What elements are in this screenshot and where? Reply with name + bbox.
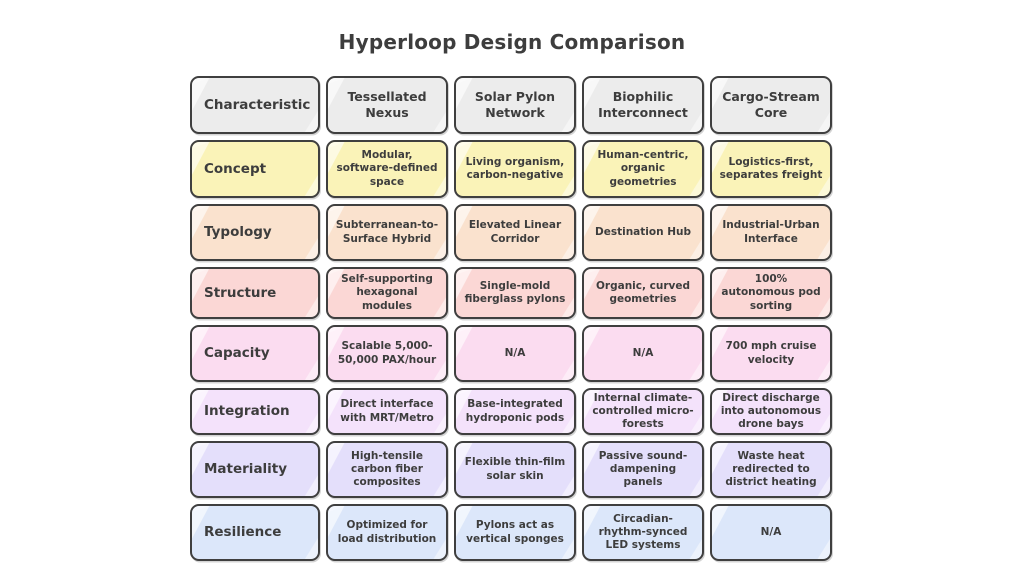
header-label: Solar Pylon Network [474, 89, 556, 120]
row-label-cell: Structure [190, 267, 320, 319]
table-cell: Self-supporting hexagonal modules [326, 267, 448, 319]
cell-value: Optimized for load distribution [337, 519, 437, 545]
table-row: Integration Direct interface with MRT/Me… [190, 388, 840, 435]
cell-value: Living organism, carbon-negative [465, 155, 565, 181]
row-label: Materiality [204, 461, 288, 478]
cell-value: Internal climate-controlled micro-forest… [592, 391, 694, 431]
table-header-cell-tessellated-nexus: Tessellated Nexus [326, 76, 448, 134]
table-cell: N/A [454, 325, 576, 382]
table-cell: 700 mph cruise velocity [710, 325, 832, 382]
cell-value: 100% autonomous pod sorting [721, 273, 821, 312]
table-cell: Living organism, carbon-negative [454, 140, 576, 198]
table-cell: Pylons act as vertical sponges [454, 504, 576, 561]
table-header-cell-cargo-stream-core: Cargo-Stream Core [710, 76, 832, 134]
row-label-cell: Resilience [190, 504, 320, 561]
cell-value: Base-integrated hydroponic pods [465, 398, 565, 424]
cell-value: Organic, curved geometries [595, 279, 690, 305]
table-row: Structure Self-supporting hexagonal modu… [190, 267, 840, 319]
table-cell: Logistics-first, separates freight [710, 140, 832, 198]
cell-value: Flexible thin-film solar skin [464, 456, 566, 482]
table-cell: Passive sound-dampening panels [582, 441, 704, 498]
cell-value: Circadian-rhythm-synced LED systems [598, 512, 688, 552]
table-cell: Scalable 5,000-50,000 PAX/hour [326, 325, 448, 382]
table-cell: Industrial-Urban Interface [710, 204, 832, 261]
cell-value: N/A [760, 525, 782, 538]
table-cell: Organic, curved geometries [582, 267, 704, 319]
table-cell: Direct discharge into autonomous drone b… [710, 388, 832, 435]
cell-value: N/A [504, 346, 526, 359]
cell-value: Passive sound-dampening panels [598, 449, 688, 489]
table-cell: Human-centric, organic geometries [582, 140, 704, 198]
table-cell: Subterranean-to-Surface Hybrid [326, 204, 448, 261]
row-label: Typology [204, 224, 272, 241]
table-header-cell-biophilic-interconnect: Biophilic Interconnect [582, 76, 704, 134]
cell-value: Waste heat redirected to district heatin… [725, 449, 817, 489]
cell-value: Destination Hub [594, 225, 691, 238]
table-cell: High-tensile carbon fiber composites [326, 441, 448, 498]
cell-value: Scalable 5,000-50,000 PAX/hour [337, 340, 437, 366]
cell-value: Logistics-first, separates freight [719, 155, 823, 181]
cell-value: N/A [632, 346, 654, 359]
table-cell: Optimized for load distribution [326, 504, 448, 561]
row-label: Capacity [204, 345, 270, 362]
row-label-cell: Materiality [190, 441, 320, 498]
row-label: Integration [204, 403, 290, 420]
table-cell: Direct interface with MRT/Metro [326, 388, 448, 435]
header-label: Cargo-Stream Core [722, 89, 820, 120]
cell-value: 700 mph cruise velocity [725, 340, 817, 366]
table-cell: Modular, software-defined space [326, 140, 448, 198]
cell-value: Modular, software-defined space [336, 149, 438, 188]
cell-value: Elevated Linear Corridor [468, 219, 562, 245]
table-cell: Destination Hub [582, 204, 704, 261]
table-cell: Waste heat redirected to district heatin… [710, 441, 832, 498]
table-cell: Internal climate-controlled micro-forest… [582, 388, 704, 435]
row-label-cell: Typology [190, 204, 320, 261]
cell-value: Direct discharge into autonomous drone b… [720, 391, 822, 431]
row-label: Resilience [204, 524, 282, 541]
header-label: Tessellated Nexus [347, 89, 427, 120]
cell-value: Subterranean-to-Surface Hybrid [335, 219, 439, 245]
cell-value: Industrial-Urban Interface [722, 219, 820, 245]
cell-value: Self-supporting hexagonal modules [341, 273, 433, 312]
row-label-cell: Integration [190, 388, 320, 435]
comparison-table: Characteristic Tessellated Nexus Solar P… [190, 76, 840, 567]
table-cell: N/A [710, 504, 832, 561]
cell-value: Pylons act as vertical sponges [466, 519, 564, 545]
table-row: Materiality High-tensile carbon fiber co… [190, 441, 840, 498]
row-label: Structure [204, 284, 277, 301]
table-row: Typology Subterranean-to-Surface Hybrid … [190, 204, 840, 261]
table-header-row: Characteristic Tessellated Nexus Solar P… [190, 76, 840, 134]
cell-value: High-tensile carbon fiber composites [351, 449, 423, 489]
table-row: Concept Modular, software-defined space … [190, 140, 840, 198]
row-label-cell: Capacity [190, 325, 320, 382]
cell-value: Single-mold fiberglass pylons [464, 279, 566, 305]
table-row: Capacity Scalable 5,000-50,000 PAX/hour … [190, 325, 840, 382]
cell-value: Direct interface with MRT/Metro [340, 398, 434, 424]
table-cell: Base-integrated hydroponic pods [454, 388, 576, 435]
table-cell: Flexible thin-film solar skin [454, 441, 576, 498]
table-cell: Elevated Linear Corridor [454, 204, 576, 261]
header-label: Biophilic Interconnect [598, 89, 688, 120]
row-label: Concept [204, 160, 267, 177]
page-title: Hyperloop Design Comparison [338, 30, 686, 54]
header-label: Characteristic [204, 96, 311, 113]
table-header-cell-solar-pylon-network: Solar Pylon Network [454, 76, 576, 134]
table-cell: N/A [582, 325, 704, 382]
table-cell: Circadian-rhythm-synced LED systems [582, 504, 704, 561]
cell-value: Human-centric, organic geometries [597, 149, 689, 188]
row-label-cell: Concept [190, 140, 320, 198]
table-cell: 100% autonomous pod sorting [710, 267, 832, 319]
table-header-cell-characteristic: Characteristic [190, 76, 320, 134]
table-row: Resilience Optimized for load distributi… [190, 504, 840, 561]
table-cell: Single-mold fiberglass pylons [454, 267, 576, 319]
